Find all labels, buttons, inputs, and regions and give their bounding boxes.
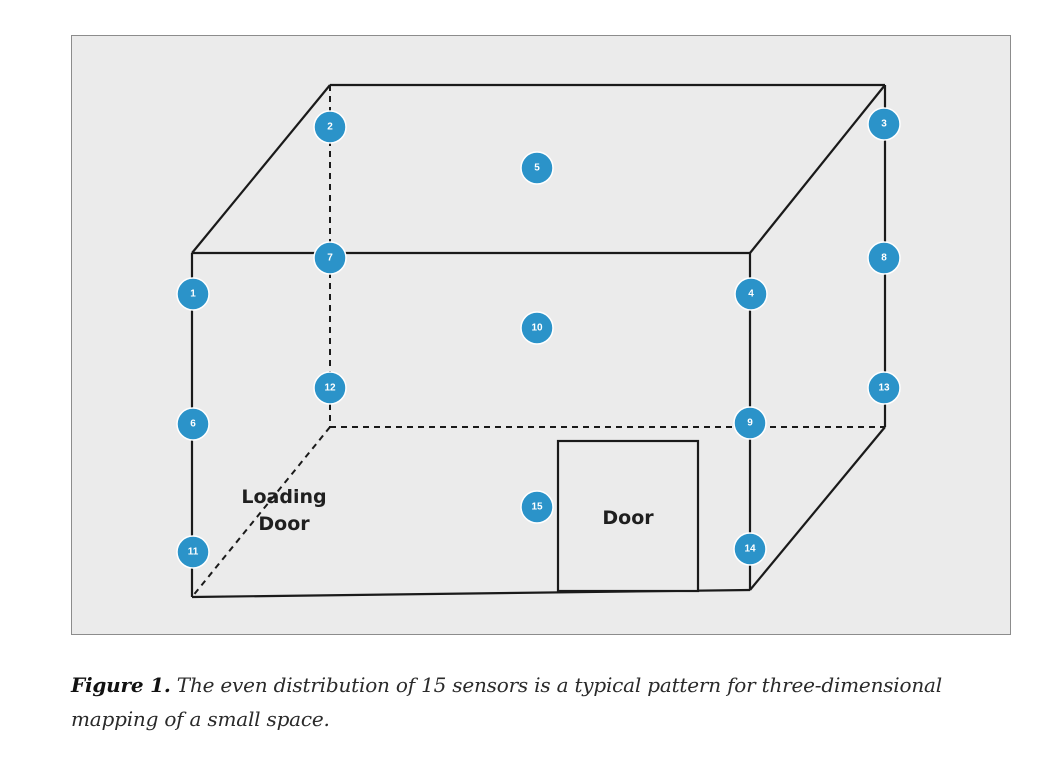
- sensor-marker-icon: [733, 406, 767, 440]
- sensor-marker-icon: [867, 371, 901, 405]
- sensor-number: 3: [881, 119, 887, 130]
- sensor-14: 14: [733, 532, 767, 566]
- sensor-number: 8: [881, 253, 887, 264]
- sensor-marker-icon: [733, 532, 767, 566]
- sensor-10: 10: [520, 311, 554, 345]
- sensor-1: 1: [176, 277, 210, 311]
- sensor-number: 1: [190, 289, 196, 300]
- sensor-number: 5: [534, 163, 540, 174]
- sensor-9: 9: [733, 406, 767, 440]
- sensor-marker-icon: [176, 407, 210, 441]
- sensor-number: 4: [748, 289, 754, 300]
- sensor-marker-icon: [867, 241, 901, 275]
- loading-door-label-line1: Loading: [241, 486, 326, 508]
- loading-door-label-line2: Door: [258, 513, 310, 535]
- sensor-number: 2: [327, 122, 333, 133]
- sensor-marker-icon: [313, 241, 347, 275]
- caption-label: Figure 1.: [71, 673, 171, 697]
- bottom-right-edge: [749, 426, 886, 591]
- sensor-8: 8: [867, 241, 901, 275]
- sensor-marker-icon: [313, 371, 347, 405]
- sensor-number: 6: [190, 419, 196, 430]
- caption-text: The even distribution of 15 sensors is a…: [71, 673, 942, 731]
- sensor-marker-icon: [734, 277, 768, 311]
- sensor-12: 12: [313, 371, 347, 405]
- sensor-5: 5: [520, 151, 554, 185]
- door-shape: [556, 439, 700, 593]
- sensor-marker-icon: [176, 535, 210, 569]
- sensor-15: 15: [520, 490, 554, 524]
- sensor-number: 9: [747, 418, 753, 429]
- sensor-number: 12: [324, 383, 336, 394]
- sensor-marker-icon: [520, 490, 554, 524]
- sensor-13: 13: [867, 371, 901, 405]
- top-right-edge: [749, 84, 886, 254]
- sensor-marker-icon: [520, 151, 554, 185]
- sensor-7: 7: [313, 241, 347, 275]
- sensor-6: 6: [176, 407, 210, 441]
- sensor-marker-icon: [867, 107, 901, 141]
- sensor-number: 7: [327, 253, 333, 264]
- sensor-11: 11: [176, 535, 210, 569]
- sensor-number: 10: [531, 323, 543, 334]
- sensor-2: 2: [313, 110, 347, 144]
- sensor-number: 14: [744, 544, 756, 555]
- sensor-number: 15: [531, 502, 543, 513]
- sensor-marker-icon: [176, 277, 210, 311]
- top-left-edge: [191, 84, 331, 254]
- figure-caption: Figure 1. The even distribution of 15 se…: [71, 668, 951, 736]
- door-label: Door: [602, 507, 654, 529]
- bottom-left-hidden-edge: [191, 426, 331, 598]
- sensor-4: 4: [734, 277, 768, 311]
- sensor-number: 11: [188, 547, 199, 558]
- sensor-marker-icon: [313, 110, 347, 144]
- sensor-3: 3: [867, 107, 901, 141]
- sensor-marker-icon: [520, 311, 554, 345]
- sensor-number: 13: [878, 383, 890, 394]
